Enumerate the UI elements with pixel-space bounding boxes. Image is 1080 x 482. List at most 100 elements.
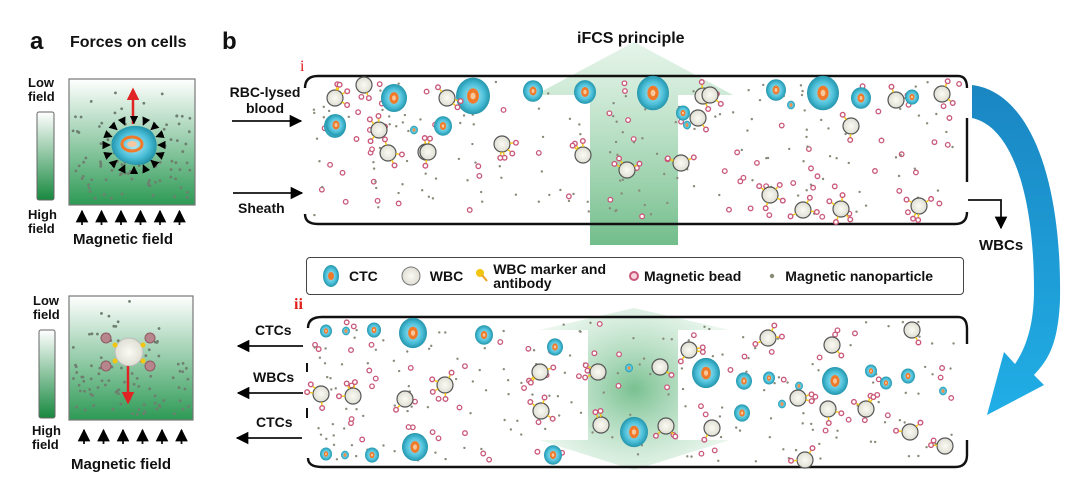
magnetic-bead	[625, 117, 632, 123]
nanoparticle	[917, 392, 920, 395]
nanoparticle	[178, 168, 182, 172]
nanoparticle	[457, 157, 461, 161]
magnetic-bead	[429, 388, 436, 395]
nanoparticle	[931, 373, 934, 376]
nanoparticle	[114, 91, 117, 95]
magnetic-bead	[565, 193, 572, 200]
nanoparticle	[532, 349, 536, 352]
force-arrow-stage-ii	[539, 308, 730, 470]
wbc-cell	[569, 138, 592, 164]
nanoparticle	[89, 100, 93, 103]
nanoparticle	[397, 82, 400, 85]
magnetic-bead	[462, 430, 468, 437]
magnetic-bead	[342, 198, 349, 205]
nanoparticle	[864, 204, 868, 207]
nanoparticle	[805, 135, 808, 139]
magnetic-bead	[344, 102, 351, 109]
nanoparticle	[786, 381, 789, 384]
nanoparticle	[103, 383, 107, 387]
magnetic-bead	[850, 398, 857, 405]
nanoparticle	[98, 125, 101, 128]
nanoparticle	[930, 342, 934, 345]
magnetic-bead	[367, 138, 374, 145]
nanoparticle	[90, 332, 94, 336]
wbc-cell	[304, 381, 330, 411]
magnetic-bead	[747, 205, 754, 212]
push-arrow	[155, 130, 165, 139]
wbc-cell	[756, 181, 786, 212]
magnetic-bead	[366, 367, 373, 374]
magnetic-bead	[534, 448, 541, 455]
nanoparticle	[456, 357, 459, 361]
nanoparticle	[444, 457, 447, 461]
magnetic-bead	[527, 379, 534, 386]
magnetic-bead	[630, 136, 637, 142]
ctc-cell	[766, 79, 786, 101]
nanoparticle	[687, 339, 690, 342]
nanoparticle	[649, 372, 652, 376]
transfer-arrow	[972, 85, 1061, 415]
magnetic-bead	[621, 88, 628, 94]
magnetic-bead	[435, 435, 442, 442]
nanoparticle	[119, 402, 123, 406]
magnetic-bead	[315, 346, 322, 353]
cells-stage-ii	[304, 317, 955, 469]
magnetic-bead	[579, 138, 586, 145]
nanoparticle	[718, 193, 721, 197]
magnetic-bead	[664, 384, 671, 391]
magnetic-bead	[435, 395, 442, 402]
nanoparticle	[162, 127, 166, 131]
nanoparticle	[401, 121, 405, 124]
nanoparticle	[799, 84, 803, 87]
legend-item-wbc: WBC	[400, 265, 463, 287]
legend-item-ctc: CTC	[321, 263, 378, 289]
magnetic-bead	[327, 161, 334, 168]
nanoparticle	[81, 375, 85, 379]
wbc-cell	[526, 363, 557, 386]
outlet-arrow-wbcs	[968, 199, 1008, 230]
nanoparticle	[693, 127, 696, 131]
magnetic-bead	[592, 409, 599, 416]
legend-label-ctc: CTC	[349, 268, 378, 284]
magnetic-field-arrows-top	[75, 209, 186, 225]
magnetic-bead	[639, 213, 646, 220]
nanoparticle	[342, 427, 346, 430]
nanoparticle	[750, 117, 754, 121]
wbc-cell	[701, 419, 721, 443]
magnetic-bead	[956, 80, 963, 87]
nanoparticle	[375, 186, 378, 190]
nanoparticle	[471, 380, 475, 383]
nanoparticle	[107, 314, 111, 318]
nanoparticle	[71, 129, 75, 133]
nanoparticle	[393, 449, 396, 453]
magnetic-bead	[344, 88, 351, 95]
magnetic-bead	[813, 209, 820, 216]
nanoparticle	[177, 386, 181, 389]
magnetic-bead	[930, 437, 937, 444]
wbc-cell	[336, 379, 362, 405]
magnetic-bead	[376, 81, 383, 88]
magnetic-bead	[319, 404, 326, 411]
wbc-cell	[903, 321, 922, 346]
nanoparticle	[907, 455, 911, 458]
inlet-label-blood: RBC-lysed blood	[229, 84, 301, 116]
magnetic-bead	[808, 391, 815, 398]
nanoparticle	[692, 90, 695, 93]
nanoparticle	[805, 189, 808, 192]
nanoparticle	[407, 129, 410, 133]
nanoparticle	[83, 408, 87, 412]
nanoparticle	[949, 367, 952, 370]
nanoparticle	[849, 343, 852, 347]
magnetic-bead	[915, 339, 922, 346]
ctc-cell	[939, 386, 947, 396]
magnetic-bead	[698, 450, 705, 457]
magnetic-bead	[806, 194, 813, 201]
magnetic-bead	[457, 98, 464, 105]
stage-i-numeral: i	[300, 58, 305, 75]
nanoparticle	[147, 348, 151, 352]
nanoparticle	[88, 332, 91, 336]
magnetic-bead	[721, 168, 728, 175]
nanoparticle	[147, 178, 151, 182]
nanoparticle	[88, 388, 92, 391]
magnetic-bead	[915, 216, 922, 223]
